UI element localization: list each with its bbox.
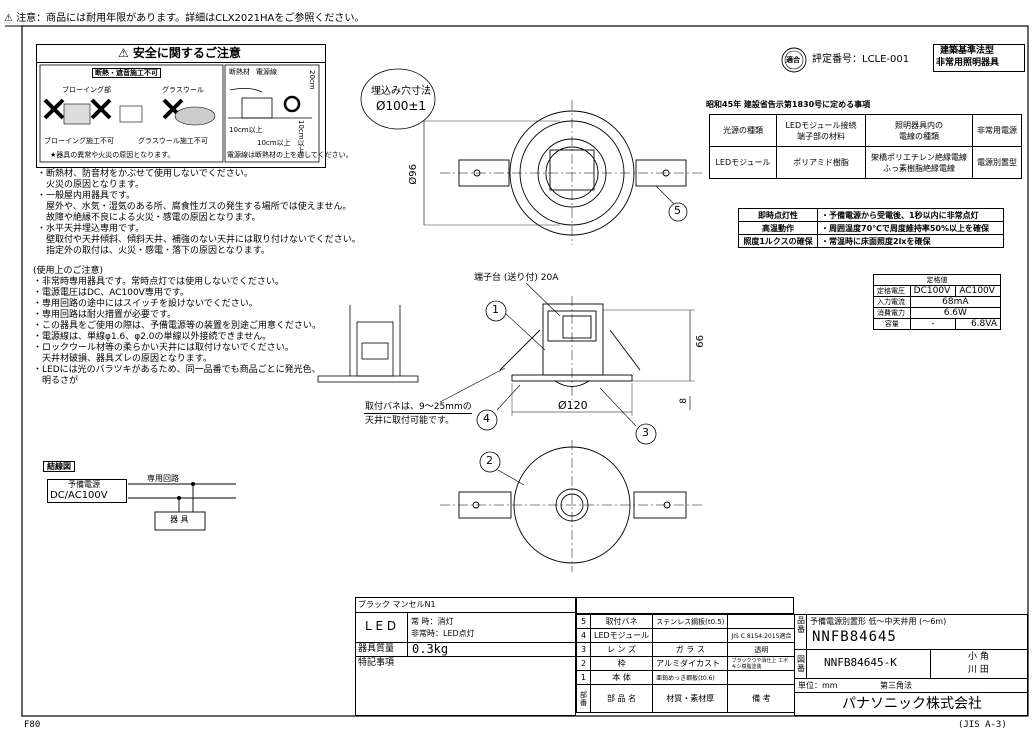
source-label-2: DC/AC100V [50,490,108,501]
dim-d96: Ø96 [408,164,419,185]
signature-2: 川 田 [968,665,989,675]
cert-box-line2: 非常用照明器具 [936,58,1000,68]
usage-title: (使用上のご注意) [33,266,104,276]
callout-1: 1 [492,303,499,316]
durability-notice: ⚠ 注意：商品には耐用年限があります。詳細はCLX2021HAをご参照ください。 [4,13,365,24]
led-label: L E D [365,619,397,633]
glasswool-label: グラスウール [162,86,204,94]
cutout-value: Ø100±1 [376,99,427,113]
wiring-title: 結線図 [43,461,75,473]
weight-value: 0.3kg [412,642,449,656]
drawing-number: NNFB84645-K [824,656,897,669]
dim-8: 8 [679,398,689,404]
cert-box [933,44,1025,72]
dim-20cm: 20cm [308,70,317,90]
unit-label: 単位：mm [798,681,838,690]
dim-66: 66 [695,335,706,348]
panel-note-2: 天井に取付可能です。 [365,416,455,426]
usage-notes: (使用上のご注意) ・非常時専用器具です。常時点灯では使用しないでください。 ・… [33,266,322,386]
reg-table: 光源の種類 LEDモジュール接続 端子部の材料 照明器具内の 電線の種類 非常用… [709,114,1022,179]
dim-10cm-2: 10cm以上 [257,139,291,147]
mode-normal: 常 時：消灯 [411,617,454,626]
safety-lines: ・断熱材、防音材をかぶせて使用しないでください。 火災の原因となります。 ・一般… [37,169,361,256]
source-box [47,479,127,503]
circuit-label: 専用回路 [147,474,179,483]
product-number: NNFB84645 [812,629,897,645]
callout-3: 3 [642,426,649,439]
color-spec: ブラック マンセルN1 [358,600,436,609]
no-insulation-label: 断熱・遮音施工不可 [92,68,161,79]
projection-label: 第三角法 [880,681,912,690]
callout-4: 4 [483,412,490,425]
product-name: 予備電源別置形 低～中天井用 (～6m) [810,617,947,626]
cert-box-line1: 建築基準法型 [940,46,995,56]
signature-1: 小 角 [968,652,989,662]
right-caption: 電源線は断熱材の上を通してください。 [227,151,353,159]
weight-label: 器具質量 [358,644,395,654]
cert-seal: 適合 [786,56,800,64]
safety-title: ⚠ 安全に関するご注意 [118,46,241,60]
special-label: 特記事項 [358,658,395,668]
dim-10cm-1: 10cm以上 [229,126,263,134]
power-line-label: 電源線 [256,68,277,76]
footer-left: F80 [24,720,41,730]
cert-number: 評定番号：LCLE-001 [812,54,910,65]
glass-ng-label: グラスウール施工不可 [138,137,208,145]
dim-10cm-v: 10cm以上 [297,120,306,154]
mode-emergency: 非常時：LED点灯 [411,629,475,638]
zuban-label: 図番 [797,655,805,673]
danger-caption: ★器具の異常や火災の原因となります。 [50,151,175,159]
spec-table: 即時点灯性・予備電源から受電後、1秒以内に非常点灯 高温動作・周囲温度70℃で周… [738,208,1004,248]
blowing-label: ブローイング部 [62,86,111,94]
callout-5: 5 [674,204,681,217]
company-name: パナソニック株式会社 [842,696,982,712]
terminal-label: 端子台 (送り付) 20A [474,273,559,283]
callout-2: 2 [486,454,493,467]
footer-right: (JIS A-3) [958,720,1007,730]
source-label-1: 予備電源 [68,480,100,489]
safety-box [36,44,326,168]
cutout-label: 埋込み穴寸法 [371,86,431,97]
blowing-ng-label: ブローイング施工不可 [44,137,114,145]
reg-title: 昭和45年 建設省告示第1830号に定める事項 [706,100,871,109]
dim-d120: Ø120 [558,399,588,412]
titleblock-right [794,614,1028,716]
parts-top-empty [576,597,794,614]
panel-note-1: 取付バネは、9～25mmの [365,402,472,412]
insulation-label: 断熱材 [229,68,250,76]
fixture-label: 器 具 [170,515,189,524]
hinban-label: 品番 [797,616,805,634]
